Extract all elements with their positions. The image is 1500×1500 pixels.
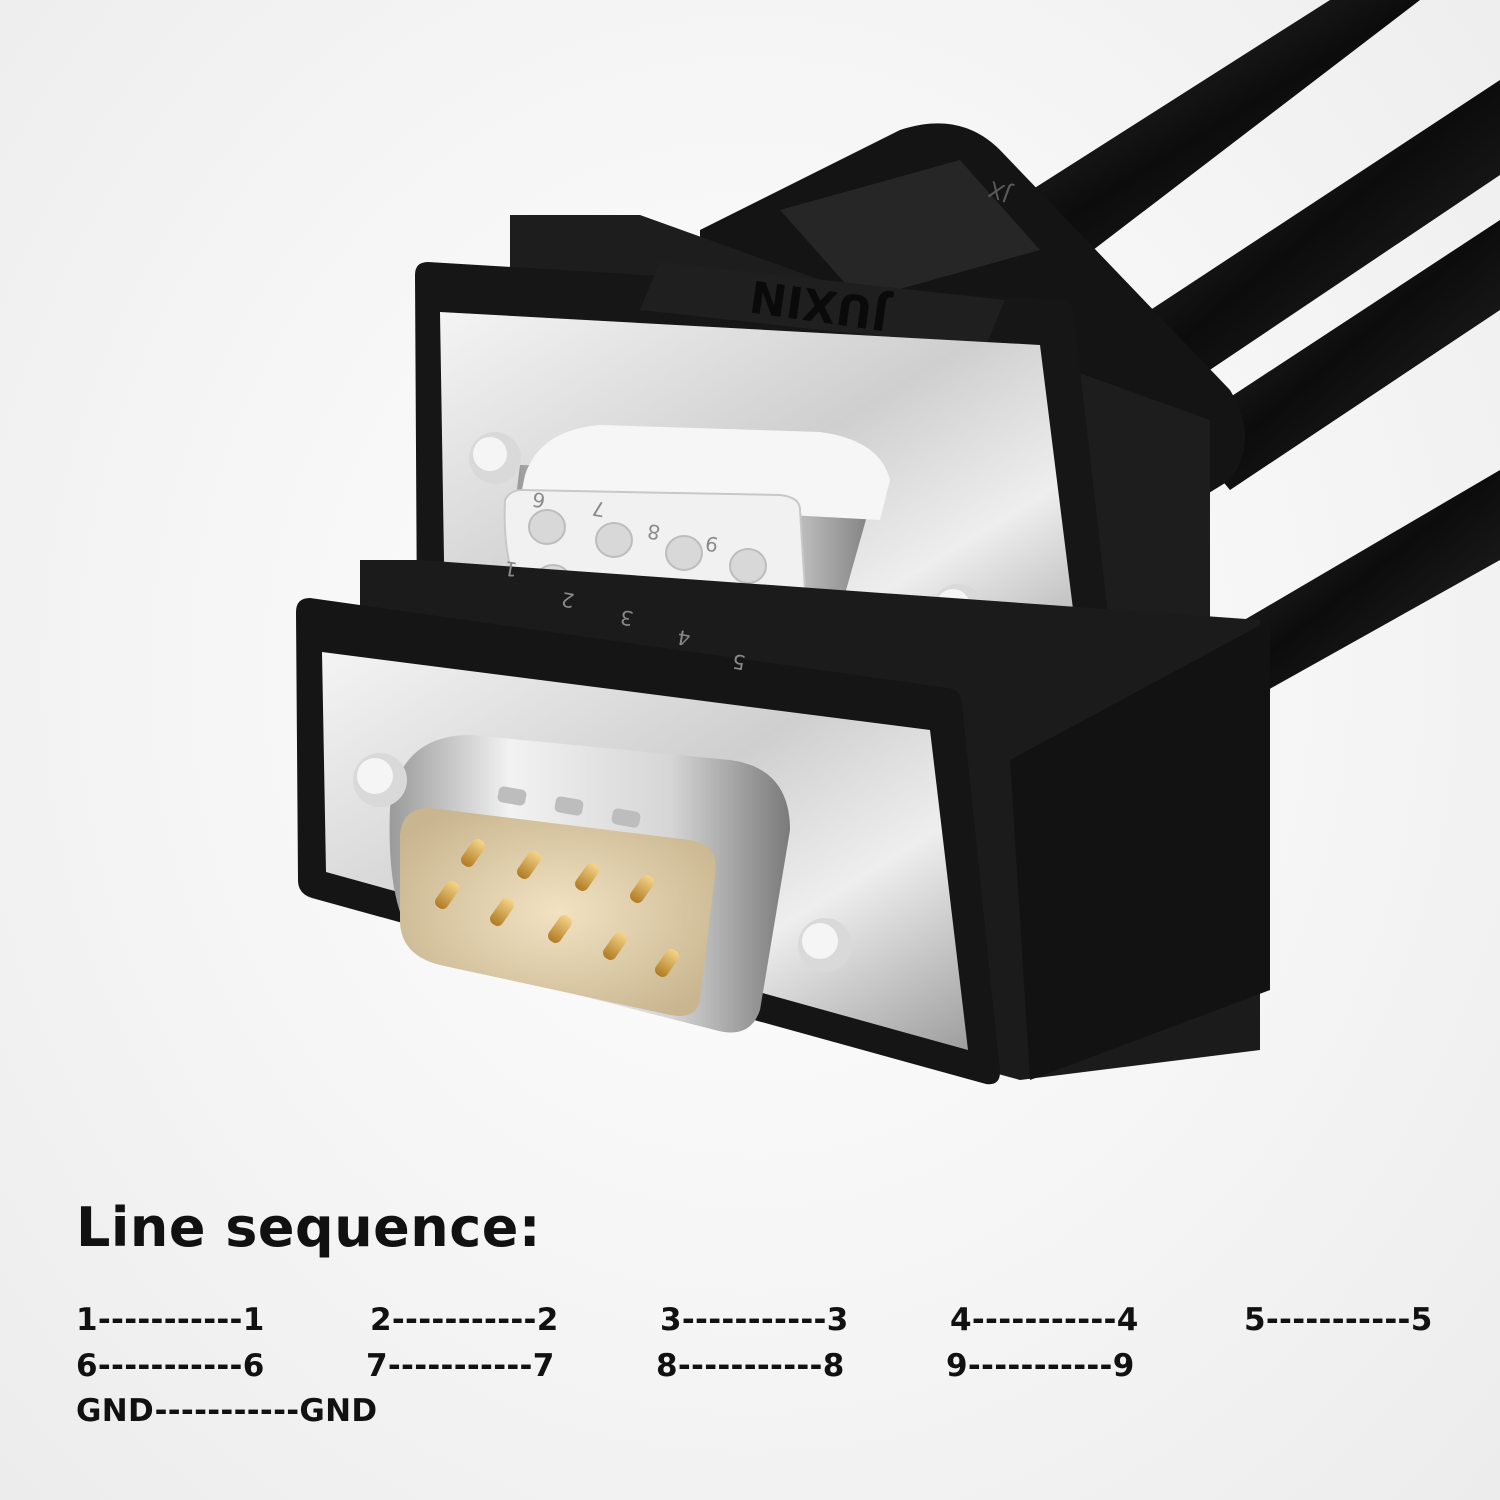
line-sequence-heading: Line sequence: xyxy=(76,1196,541,1259)
pin-label: 3 xyxy=(618,605,635,631)
sequence-item: 1-----------1 xyxy=(76,1302,265,1338)
sequence-item: 3-----------3 xyxy=(660,1302,849,1338)
pin-label: 2 xyxy=(559,587,576,613)
pin-labels: 1 2 3 4 5 6 7 8 9 xyxy=(502,487,747,675)
screw-icon xyxy=(798,918,852,972)
pin-label: 5 xyxy=(730,649,747,675)
sequence-item: 5-----------5 xyxy=(1244,1302,1433,1338)
sequence-item: GND-----------GND xyxy=(76,1393,378,1429)
pin-label: 6 xyxy=(530,487,547,513)
screw-icon xyxy=(469,432,521,484)
pin-label: 1 xyxy=(502,556,519,582)
sequence-item: 6-----------6 xyxy=(76,1348,265,1384)
sequence-item: 8-----------8 xyxy=(656,1348,845,1384)
sequence-item: 2-----------2 xyxy=(370,1302,559,1338)
pin-label: 8 xyxy=(645,519,662,545)
screw-icon xyxy=(353,753,407,807)
cables xyxy=(1000,0,1500,700)
pin-label: 9 xyxy=(703,531,720,557)
sequence-item: 4-----------4 xyxy=(950,1302,1139,1338)
sequence-item: 9-----------9 xyxy=(946,1348,1135,1384)
male-connector xyxy=(296,560,1270,1085)
pin-label: 4 xyxy=(675,625,692,651)
sequence-item: 7-----------7 xyxy=(366,1348,555,1384)
pin-label: 7 xyxy=(590,496,607,522)
